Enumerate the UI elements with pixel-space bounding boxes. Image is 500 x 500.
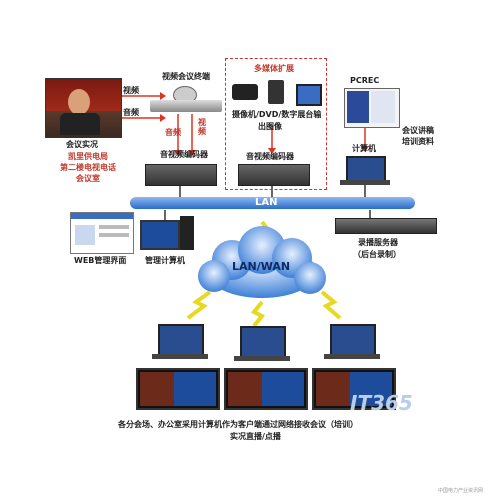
multimedia-devices-label-1: 摄像机/DVD/数字展台输 bbox=[232, 110, 322, 119]
lan-label: LAN bbox=[255, 197, 278, 208]
video-terminal-device bbox=[150, 100, 222, 112]
record-server-sub-label: （后台录制） bbox=[353, 250, 401, 259]
mgmt-computer-tower bbox=[180, 216, 194, 250]
lan-bar bbox=[130, 197, 415, 209]
client-laptop-1-screen bbox=[158, 324, 204, 356]
web-ui-label: WEB管理界面 bbox=[74, 256, 127, 265]
record-server-label: 录播服务器 bbox=[358, 238, 398, 247]
audio-label: 音频 bbox=[123, 108, 139, 117]
watermark-corner: 中国电力产业资讯网 bbox=[438, 488, 484, 494]
encoder-2-device bbox=[238, 164, 310, 186]
mgmt-computer-monitor bbox=[140, 220, 180, 250]
video-out-label: 视频 bbox=[198, 118, 206, 136]
training-material-label-1: 会议讲稿 bbox=[402, 126, 434, 135]
conference-room-label-1: 凯里供电局 bbox=[68, 152, 108, 161]
encoder-2-label: 音视频编码器 bbox=[246, 152, 294, 161]
multimedia-devices-label-2: 出图像 bbox=[258, 122, 282, 131]
audio-out-label: 音频 bbox=[165, 128, 181, 137]
conference-room-label-3: 会议室 bbox=[76, 174, 100, 183]
pcrec-window bbox=[344, 88, 400, 128]
client-display-3 bbox=[312, 368, 396, 410]
footer-text-2: 实况直播/点播 bbox=[230, 432, 281, 441]
conference-room-label-2: 第二楼电视电话 bbox=[60, 163, 116, 172]
client-laptop-1-base bbox=[152, 354, 208, 359]
footer-text-1: 各分会场、办公室采用计算机作为客户端通过网络接收会议（培训） bbox=[118, 420, 358, 429]
computer-laptop-base bbox=[340, 180, 390, 185]
encoder-1-device bbox=[145, 164, 217, 186]
client-laptop-3-screen bbox=[330, 324, 376, 356]
training-material-label-2: 培训资料 bbox=[402, 137, 434, 146]
video-terminal-label: 视频会议终端 bbox=[162, 72, 210, 81]
conference-photo bbox=[45, 78, 122, 138]
conference-scene-label: 会议实况 bbox=[66, 140, 98, 149]
encoder-1-label: 音视频编码器 bbox=[160, 150, 208, 159]
pcrec-label: PCREC bbox=[350, 76, 380, 85]
multimedia-title: 多媒体扩展 bbox=[254, 64, 294, 73]
dvd-monitor-icon bbox=[296, 84, 322, 106]
client-laptop-3-base bbox=[324, 354, 380, 359]
video-label: 视频 bbox=[123, 86, 139, 95]
client-laptop-2-screen bbox=[240, 326, 286, 358]
multimedia-expansion-box bbox=[225, 58, 327, 190]
lan-wan-label: LAN/WAN bbox=[232, 260, 291, 273]
client-laptop-2-base bbox=[234, 356, 290, 361]
computer-label: 计算机 bbox=[352, 144, 376, 153]
mgmt-computer-label: 管理计算机 bbox=[145, 256, 185, 265]
web-ui-screenshot bbox=[70, 212, 134, 254]
record-server-device bbox=[335, 218, 437, 234]
watermark-brand: IT365 bbox=[350, 391, 413, 415]
client-display-2 bbox=[224, 368, 308, 410]
document-camera-icon bbox=[268, 80, 284, 104]
camcorder-icon bbox=[232, 84, 258, 100]
client-display-1 bbox=[136, 368, 220, 410]
